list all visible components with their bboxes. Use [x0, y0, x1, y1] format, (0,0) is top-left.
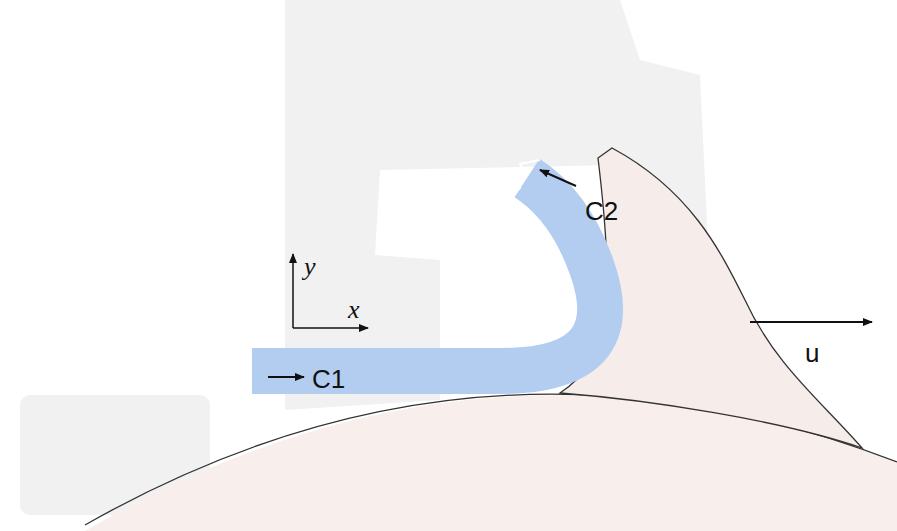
flow-label: C2 [585, 198, 618, 224]
fluid-jet [252, 178, 600, 371]
flow-label: C1 [312, 366, 345, 392]
velocity-label: u [805, 340, 819, 366]
axis-label: y [304, 254, 316, 280]
jet-torn-end [512, 160, 540, 196]
flow-arrow [268, 170, 872, 377]
axes [293, 254, 368, 328]
axis-label: x [348, 297, 360, 323]
